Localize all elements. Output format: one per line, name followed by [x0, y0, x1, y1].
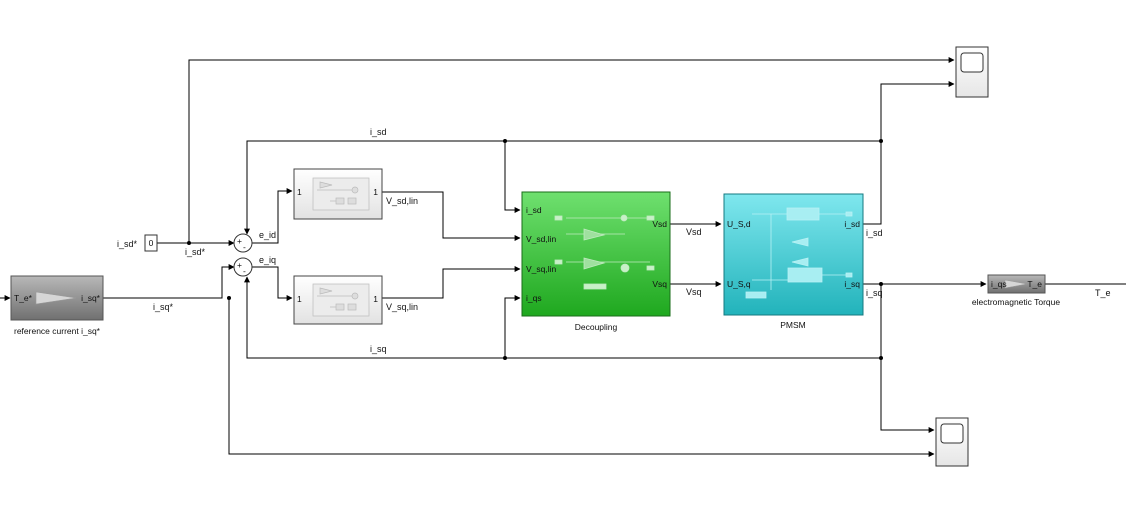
branch-points — [187, 139, 883, 360]
sum-minus-sign: - — [243, 266, 246, 276]
block-name-electromagnetic-torque: electromagnetic Torque — [972, 297, 1060, 307]
signal-label-i_sd-star: i_sd* — [185, 247, 206, 257]
pmsm-preview-icon — [745, 207, 853, 299]
block-name-decoupling: Decoupling — [575, 322, 618, 332]
pmsm-block[interactable]: U_S,d U_S,q i_sd i_sq PMSM — [723, 193, 864, 330]
port-label-i_sq: i_sq — [844, 279, 860, 289]
sum-plus-sign: + — [237, 236, 242, 246]
sum-plus-sign: + — [237, 260, 242, 270]
port-label-us_d: U_S,d — [727, 219, 751, 229]
port-label-vsq: Vsq — [652, 279, 667, 289]
reference-current-block[interactable]: T_e* i_sq* reference current i_sq* — [10, 275, 104, 336]
scope-screen-icon — [960, 52, 984, 73]
gain-triangle-icon — [35, 291, 77, 305]
port-label-in: 1 — [297, 294, 302, 304]
port-label-vsd: Vsd — [652, 219, 667, 229]
port-label-in: 1 — [297, 187, 302, 197]
scope-bottom[interactable] — [935, 417, 969, 467]
port-label-t_e: T_e — [1027, 279, 1042, 289]
port-label-out: 1 — [373, 294, 378, 304]
scope-top[interactable] — [955, 46, 989, 98]
gain-triangle-icon — [1004, 279, 1028, 289]
signal-label-i_sq-out: i_sq — [866, 288, 883, 298]
signal-label-t_e: T_e — [1095, 288, 1111, 298]
constant-value: 0 — [149, 238, 154, 248]
port-label-i_qs: i_qs — [526, 293, 542, 303]
port-label-v_sd_lin: V_sd,lin — [526, 234, 557, 244]
decoupling-preview-icon — [554, 214, 655, 290]
constant-block[interactable]: 0 — [144, 234, 158, 252]
signal-label-e_iq: e_iq — [259, 255, 276, 265]
electromagnetic-torque-block[interactable]: i_qs T_e electromagnetic Torque — [972, 274, 1060, 307]
signal-label-v_sd_lin: V_sd,lin — [386, 196, 418, 206]
port-label-out: 1 — [373, 187, 378, 197]
controller-q-subsystem[interactable]: 1 1 — [293, 275, 383, 325]
subsystem-preview-icon — [312, 177, 370, 211]
port-label-isq-star: i_sq* — [81, 293, 101, 303]
subsystem-preview-icon — [312, 283, 370, 317]
signal-label-vsq: Vsq — [686, 287, 702, 297]
port-label-v_sq_lin: V_sq,lin — [526, 264, 557, 274]
sum-minus-sign: - — [243, 242, 246, 252]
port-label-te-star: T_e* — [14, 293, 33, 303]
decoupling-block[interactable]: i_sd V_sd,lin V_sq,lin i_qs Vsd Vsq Deco… — [521, 191, 671, 332]
signal-label-i_sd-out: i_sd — [866, 228, 883, 238]
block-name-pmsm: PMSM — [780, 320, 806, 330]
sum-block-q[interactable]: + - — [233, 257, 253, 277]
sum-block-d[interactable]: + - — [233, 233, 253, 253]
port-label-i_sd: i_sd — [526, 205, 542, 215]
signal-label-i_sd-star-in: i_sd* — [117, 239, 138, 249]
port-label-i_qs: i_qs — [991, 279, 1007, 289]
signal-label-i_sd-feedback: i_sd — [370, 127, 387, 137]
signal-wires — [0, 57, 1126, 457]
block-name-reference-current: reference current i_sq* — [14, 326, 101, 336]
controller-d-subsystem[interactable]: 1 1 — [293, 168, 383, 220]
signal-label-e_id: e_id — [259, 230, 276, 240]
signal-label-i_sq-star: i_sq* — [153, 302, 174, 312]
port-label-us_q: U_S,q — [727, 279, 751, 289]
signal-label-vsd: Vsd — [686, 227, 702, 237]
scope-screen-icon — [940, 423, 964, 444]
signal-label-v_sq_lin: V_sq,lin — [386, 302, 418, 312]
signal-label-i_sq-feedback: i_sq — [370, 344, 387, 354]
signal-labels: i_sd* i_sd* i_sq* e_id e_iq V_sd,lin V_s… — [117, 127, 1111, 354]
port-label-i_sd: i_sd — [844, 219, 860, 229]
